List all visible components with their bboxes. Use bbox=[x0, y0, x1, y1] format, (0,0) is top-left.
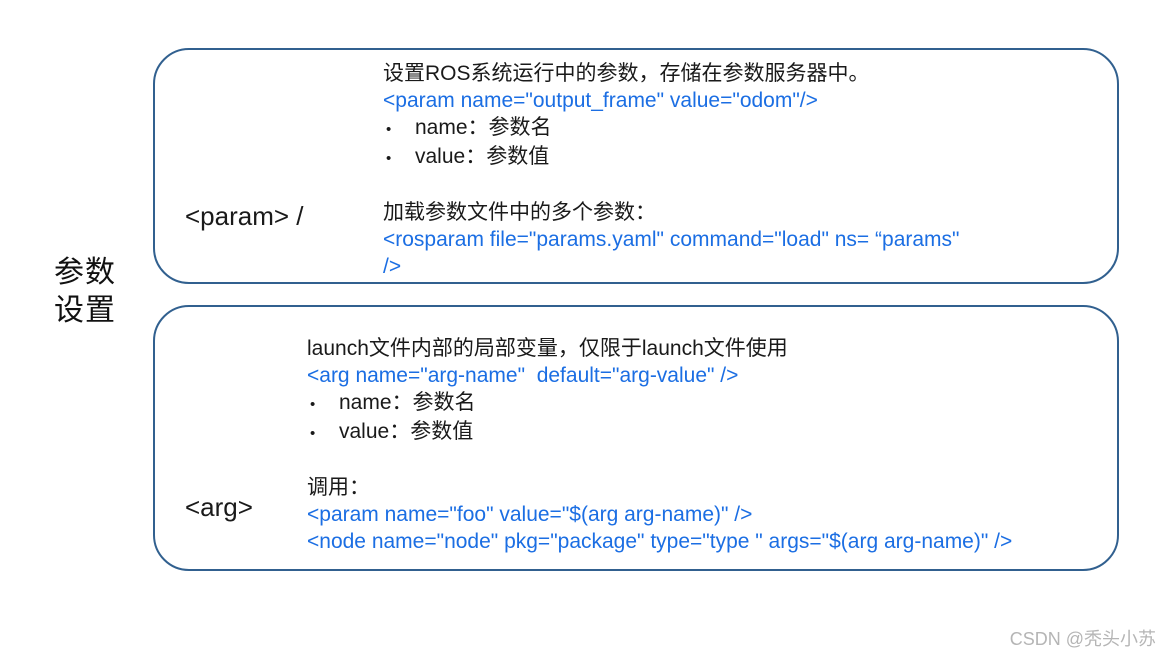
description-line: launch文件内部的局部变量，仅限于launch文件使用 bbox=[307, 337, 788, 360]
code-line: /> bbox=[383, 255, 402, 278]
box-label-line: <arg> bbox=[185, 492, 253, 522]
box-label-line: <param> / bbox=[185, 201, 304, 231]
bullet-icon: • bbox=[386, 150, 392, 167]
bullet-line: • name：参数名 bbox=[307, 389, 1117, 418]
arg-box-content: launch文件内部的局部变量，仅限于launch文件使用 <arg name=… bbox=[307, 335, 1117, 555]
group-label: 参数 设置 bbox=[44, 254, 126, 330]
description-line: 设置ROS系统运行中的参数，存储在参数服务器中。 bbox=[383, 62, 870, 85]
group-label-line2: 设置 bbox=[54, 294, 116, 327]
csdn-watermark: CSDN @秃头小苏 bbox=[1009, 629, 1156, 649]
bullet-icon: • bbox=[310, 425, 316, 442]
group-label-line1: 参数 bbox=[54, 256, 116, 289]
param-rosparam-box-content: 设置ROS系统运行中的参数，存储在参数服务器中。 <param name="ou… bbox=[383, 60, 1113, 280]
bullet-text: value：参数值 bbox=[415, 145, 550, 168]
code-line: <param name="foo" value="$(arg arg-name)… bbox=[307, 503, 753, 526]
bullet-line: • value：参数值 bbox=[383, 143, 1113, 172]
arg-box-label: <arg> bbox=[185, 425, 253, 590]
bullet-line: • name：参数名 bbox=[383, 114, 1113, 143]
spacer bbox=[383, 172, 1113, 199]
description-line: 调用： bbox=[307, 476, 370, 499]
code-line: <arg name="arg-name" default="arg-value"… bbox=[307, 364, 739, 387]
code-line: <node name="node" pkg="package" type="ty… bbox=[307, 530, 1013, 553]
bullet-icon: • bbox=[386, 121, 392, 138]
description-line: 加载参数文件中的多个参数： bbox=[383, 201, 656, 224]
bullet-text: value：参数值 bbox=[339, 420, 474, 443]
code-line: <param name="output_frame" value="odom"/… bbox=[383, 89, 818, 112]
bullet-icon: • bbox=[310, 396, 316, 413]
bullet-text: name：参数名 bbox=[415, 116, 552, 139]
code-line: <rosparam file="params.yaml" command="lo… bbox=[383, 228, 960, 251]
arg-box: <arg> launch文件内部的局部变量，仅限于launch文件使用 <arg… bbox=[153, 305, 1119, 571]
param-rosparam-box: <param> / <rosparam> 设置ROS系统运行中的参数，存储在参数… bbox=[153, 48, 1119, 330]
bullet-text: name：参数名 bbox=[339, 391, 476, 414]
bullet-line: • value：参数值 bbox=[307, 418, 1117, 447]
spacer bbox=[307, 447, 1117, 474]
